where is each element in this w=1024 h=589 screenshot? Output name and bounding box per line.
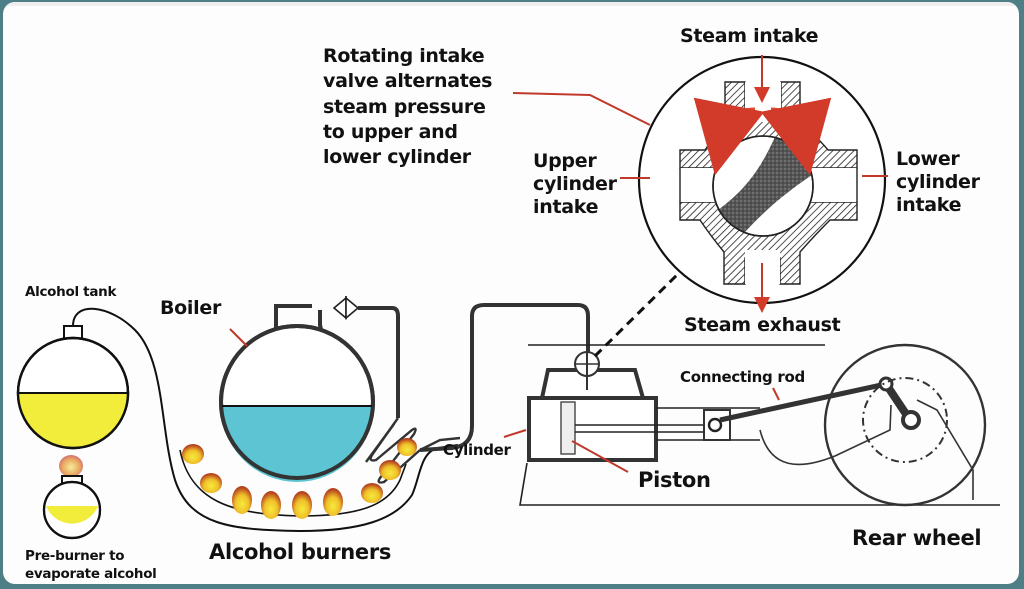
alcohol-tank — [16, 325, 130, 450]
steam-engine-diagram — [16, 55, 1000, 540]
burner-flame — [232, 486, 252, 514]
steam-exhaust-label: Steam exhaust — [684, 314, 841, 336]
pre-burner-label: Pre-burner to evaporate alcohol — [25, 548, 157, 582]
connecting-rod-label: Connecting rod — [680, 368, 805, 386]
steam-valve-icon — [332, 296, 360, 320]
pre-burner-flame — [59, 455, 83, 477]
card-top-edge — [3, 2, 1019, 6]
alcohol-burners — [182, 438, 417, 519]
lower-cylinder-intake-label: Lower cylinder intake — [896, 148, 980, 217]
burner-flame — [261, 491, 281, 519]
connecting-rod — [719, 376, 921, 430]
cylinder-label: Cylinder — [443, 441, 511, 459]
boiler-label: Boiler — [160, 297, 222, 319]
burner-flame — [361, 483, 383, 503]
diagram-card: Rotating intake valve alternates steam p… — [3, 2, 1019, 584]
steam-pipe — [358, 306, 400, 418]
engine-base — [519, 344, 1000, 506]
burner-flame — [397, 438, 417, 456]
boiler — [219, 304, 375, 482]
alcohol-tank-label: Alcohol tank — [25, 284, 117, 300]
superheater-coil — [365, 417, 461, 484]
rear-wheel-label: Rear wheel — [852, 526, 982, 550]
label-pointers — [229, 55, 888, 473]
burner-flame — [182, 444, 204, 464]
steam-pipe-to-cylinder — [419, 303, 590, 452]
valve-detail — [637, 55, 887, 305]
burner-flame — [323, 488, 343, 516]
alcohol-burners-label: Alcohol burners — [209, 540, 392, 564]
fuel-line — [72, 307, 459, 533]
burner-flame — [200, 473, 222, 493]
cylinder — [527, 396, 760, 462]
burner-flame — [379, 460, 401, 480]
valve-description-label: Rotating intake valve alternates steam p… — [323, 45, 493, 169]
valve-zoom-link — [593, 270, 682, 358]
pre-burner-flask — [42, 475, 102, 540]
upper-cylinder-intake-label: Upper cylinder intake — [533, 150, 617, 219]
burner-flame — [292, 491, 312, 519]
valve-chest — [540, 351, 645, 399]
piston-label: Piston — [638, 468, 711, 492]
rear-wheel — [759, 343, 987, 507]
steam-intake-label: Steam intake — [680, 25, 819, 47]
